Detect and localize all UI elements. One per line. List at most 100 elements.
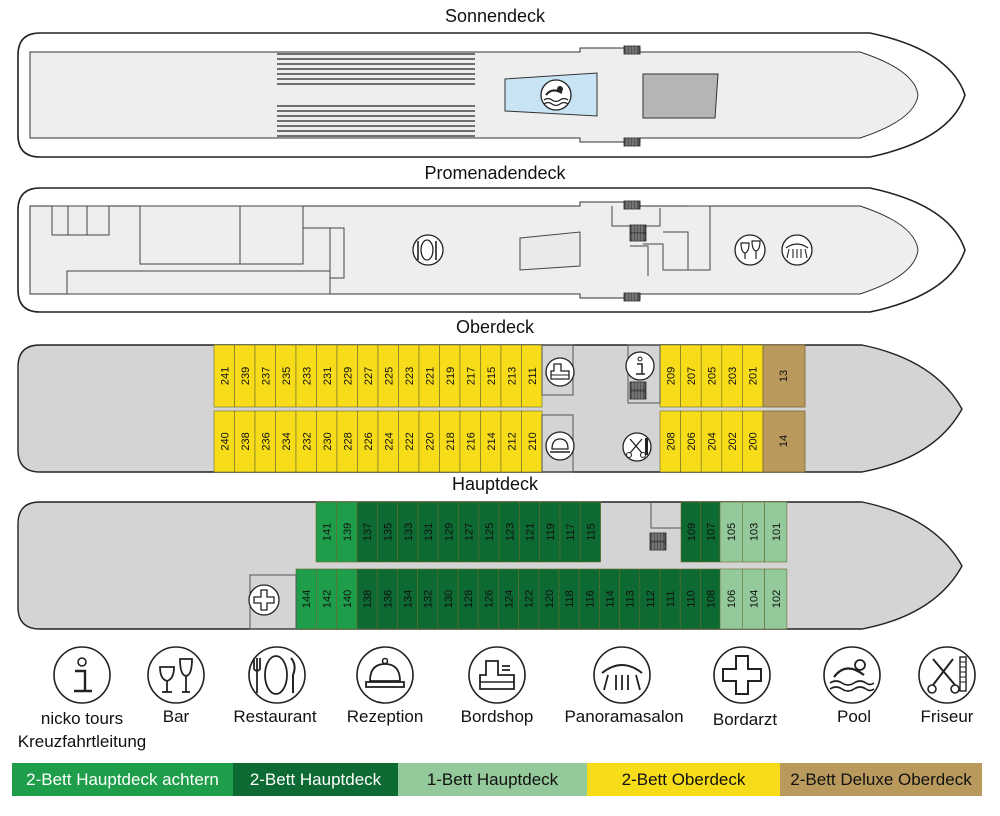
cabin-number: 231 — [322, 367, 334, 385]
restaurant-icon — [248, 646, 306, 704]
legend-label-bar: Bar — [163, 707, 190, 726]
deck-outline-promenadendeck — [29, 201, 919, 299]
deck-title-hauptdeck: Hauptdeck — [452, 474, 539, 494]
cabin-number: 140 — [342, 590, 354, 608]
cabin-number: 233 — [301, 367, 313, 385]
sun-loungers — [277, 53, 475, 137]
cabin-number: 218 — [445, 432, 457, 450]
cabin-number: 127 — [464, 523, 476, 541]
cabin-number: 223 — [404, 367, 416, 385]
scissors-comb-icon — [918, 646, 976, 704]
cabin: 111 — [659, 568, 681, 630]
cabin-number: 137 — [362, 523, 374, 541]
cabin: 114 — [599, 568, 620, 630]
cabin: 107 — [700, 501, 721, 563]
cabin: 230 — [316, 410, 338, 473]
legend-item — [918, 646, 976, 704]
cabin: 134 — [397, 568, 418, 630]
panorama-lounge-icon — [781, 234, 813, 266]
cabin-number: 201 — [748, 367, 760, 385]
cabin: 229 — [336, 344, 358, 408]
cabin-number: 203 — [727, 367, 739, 385]
cabin-row-hauptdeck-single-starboard: 105 103 101 — [719, 501, 788, 563]
cabin-number: 106 — [726, 590, 738, 608]
swimmer-icon — [540, 79, 572, 111]
cabin: 137 — [356, 501, 378, 563]
cabin-number: 103 — [748, 523, 760, 541]
cabin-number: 130 — [443, 590, 455, 608]
cabin-number: 115 — [585, 523, 597, 541]
cash-register-icon — [468, 646, 526, 704]
cabin: 109 — [680, 501, 701, 563]
cabin: 207 — [680, 344, 702, 408]
cabin-number: 216 — [465, 432, 477, 450]
bar-counter — [519, 231, 581, 271]
cabin: 103 — [741, 501, 765, 563]
cabin: 235 — [275, 344, 297, 408]
cabin: 116 — [578, 568, 600, 630]
cabin: 236 — [254, 410, 276, 473]
cabin: 238 — [234, 410, 256, 473]
cabin-number: 221 — [424, 367, 436, 385]
cabin-number: 204 — [707, 432, 719, 450]
category-einbett-hauptdeck: 1-Bett Hauptdeck — [398, 763, 587, 796]
cabin: 220 — [418, 410, 440, 473]
cabin-number: 13 — [778, 370, 790, 382]
info-icon — [53, 646, 111, 704]
cabin: 106 — [719, 568, 743, 630]
cabin-number: 110 — [685, 590, 697, 608]
cabin: 227 — [357, 344, 379, 408]
cabin: 123 — [498, 501, 520, 563]
restaurant-icon — [412, 234, 444, 266]
deck-title-oberdeck: Oberdeck — [456, 317, 535, 337]
cabin: 206 — [680, 410, 702, 473]
cabin-number: 213 — [506, 367, 518, 385]
cabin: 128 — [457, 568, 479, 630]
cabin-number: 222 — [404, 432, 416, 450]
bar-glasses-icon — [147, 646, 205, 704]
cabin-number: 237 — [260, 367, 272, 385]
cabin-number: 126 — [483, 590, 495, 608]
deck-title-sonnendeck: Sonnendeck — [445, 6, 546, 26]
deck-outline-sonnendeck — [29, 47, 919, 143]
cabin-number: 142 — [321, 590, 333, 608]
cabin-number: 211 — [527, 367, 539, 385]
cabin: 130 — [437, 568, 459, 630]
cabin: 204 — [700, 410, 723, 473]
cabin-number: 239 — [240, 367, 252, 385]
category-deluxe-oberdeck: 2-Bett Deluxe Oberdeck — [780, 763, 982, 796]
legend-label-friseur: Friseur — [921, 707, 974, 726]
cabin-number: 117 — [565, 523, 577, 541]
legend-item — [468, 646, 526, 704]
cabin: 222 — [398, 410, 420, 473]
cabin: 239 — [234, 344, 256, 408]
cabin-number: 120 — [544, 590, 556, 608]
cabin-number: 224 — [383, 432, 395, 450]
cabin-number: 139 — [342, 523, 354, 541]
legend-label-bordshop: Bordshop — [461, 707, 534, 726]
legend-item — [53, 646, 111, 704]
cabin: 119 — [539, 501, 561, 563]
cabin-number: 206 — [686, 432, 698, 450]
cabin-number: 121 — [525, 523, 537, 541]
cabin-number: 101 — [771, 523, 783, 541]
cabin-deluxe: 13 — [762, 344, 806, 408]
cabin-number: 232 — [301, 432, 313, 450]
cabin: 234 — [275, 410, 297, 473]
cabin: 108 — [700, 568, 721, 630]
cabin-number: 122 — [524, 590, 536, 608]
cabin: 102 — [764, 568, 788, 630]
cabin-category-legend: 2-Bett Hauptdeck achtern 2-Bett Hauptdec… — [12, 763, 982, 796]
cabin: 105 — [719, 501, 743, 563]
cabin: 213 — [500, 344, 522, 408]
info-icon — [625, 351, 655, 381]
cabin-number: 209 — [665, 367, 677, 385]
cabin: 121 — [519, 501, 541, 563]
cabin-number: 109 — [686, 523, 698, 541]
cabin-number: 202 — [727, 432, 739, 450]
cabin-cell — [764, 568, 788, 630]
